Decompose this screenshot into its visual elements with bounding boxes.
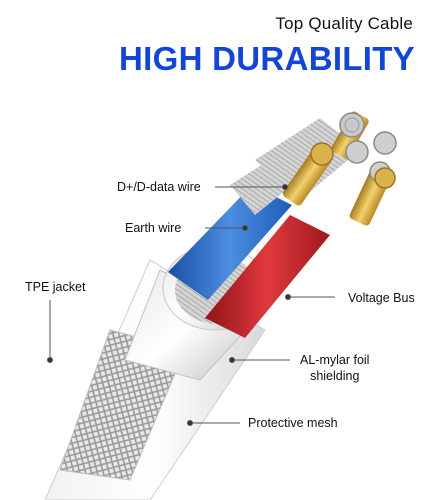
label-mylar-foil: AL-mylar foil shielding (300, 352, 369, 384)
label-earth-wire: Earth wire (125, 221, 182, 235)
label-data-wire: D+/D-data wire (117, 180, 201, 194)
voltage-wire-shape (205, 215, 330, 338)
header-title: HIGH DURABILITY (119, 40, 415, 77)
label-protective-mesh: Protective mesh (248, 416, 338, 430)
header-subtitle: Top Quality Cable (275, 14, 413, 33)
label-tpe-jacket: TPE jacket (25, 280, 86, 294)
label-voltage-bus: Voltage Bus (348, 291, 415, 305)
earth-wire-shape (168, 185, 292, 300)
label-mylar-line1: AL-mylar foil (300, 353, 370, 367)
label-mylar-line2: shielding (310, 369, 360, 383)
